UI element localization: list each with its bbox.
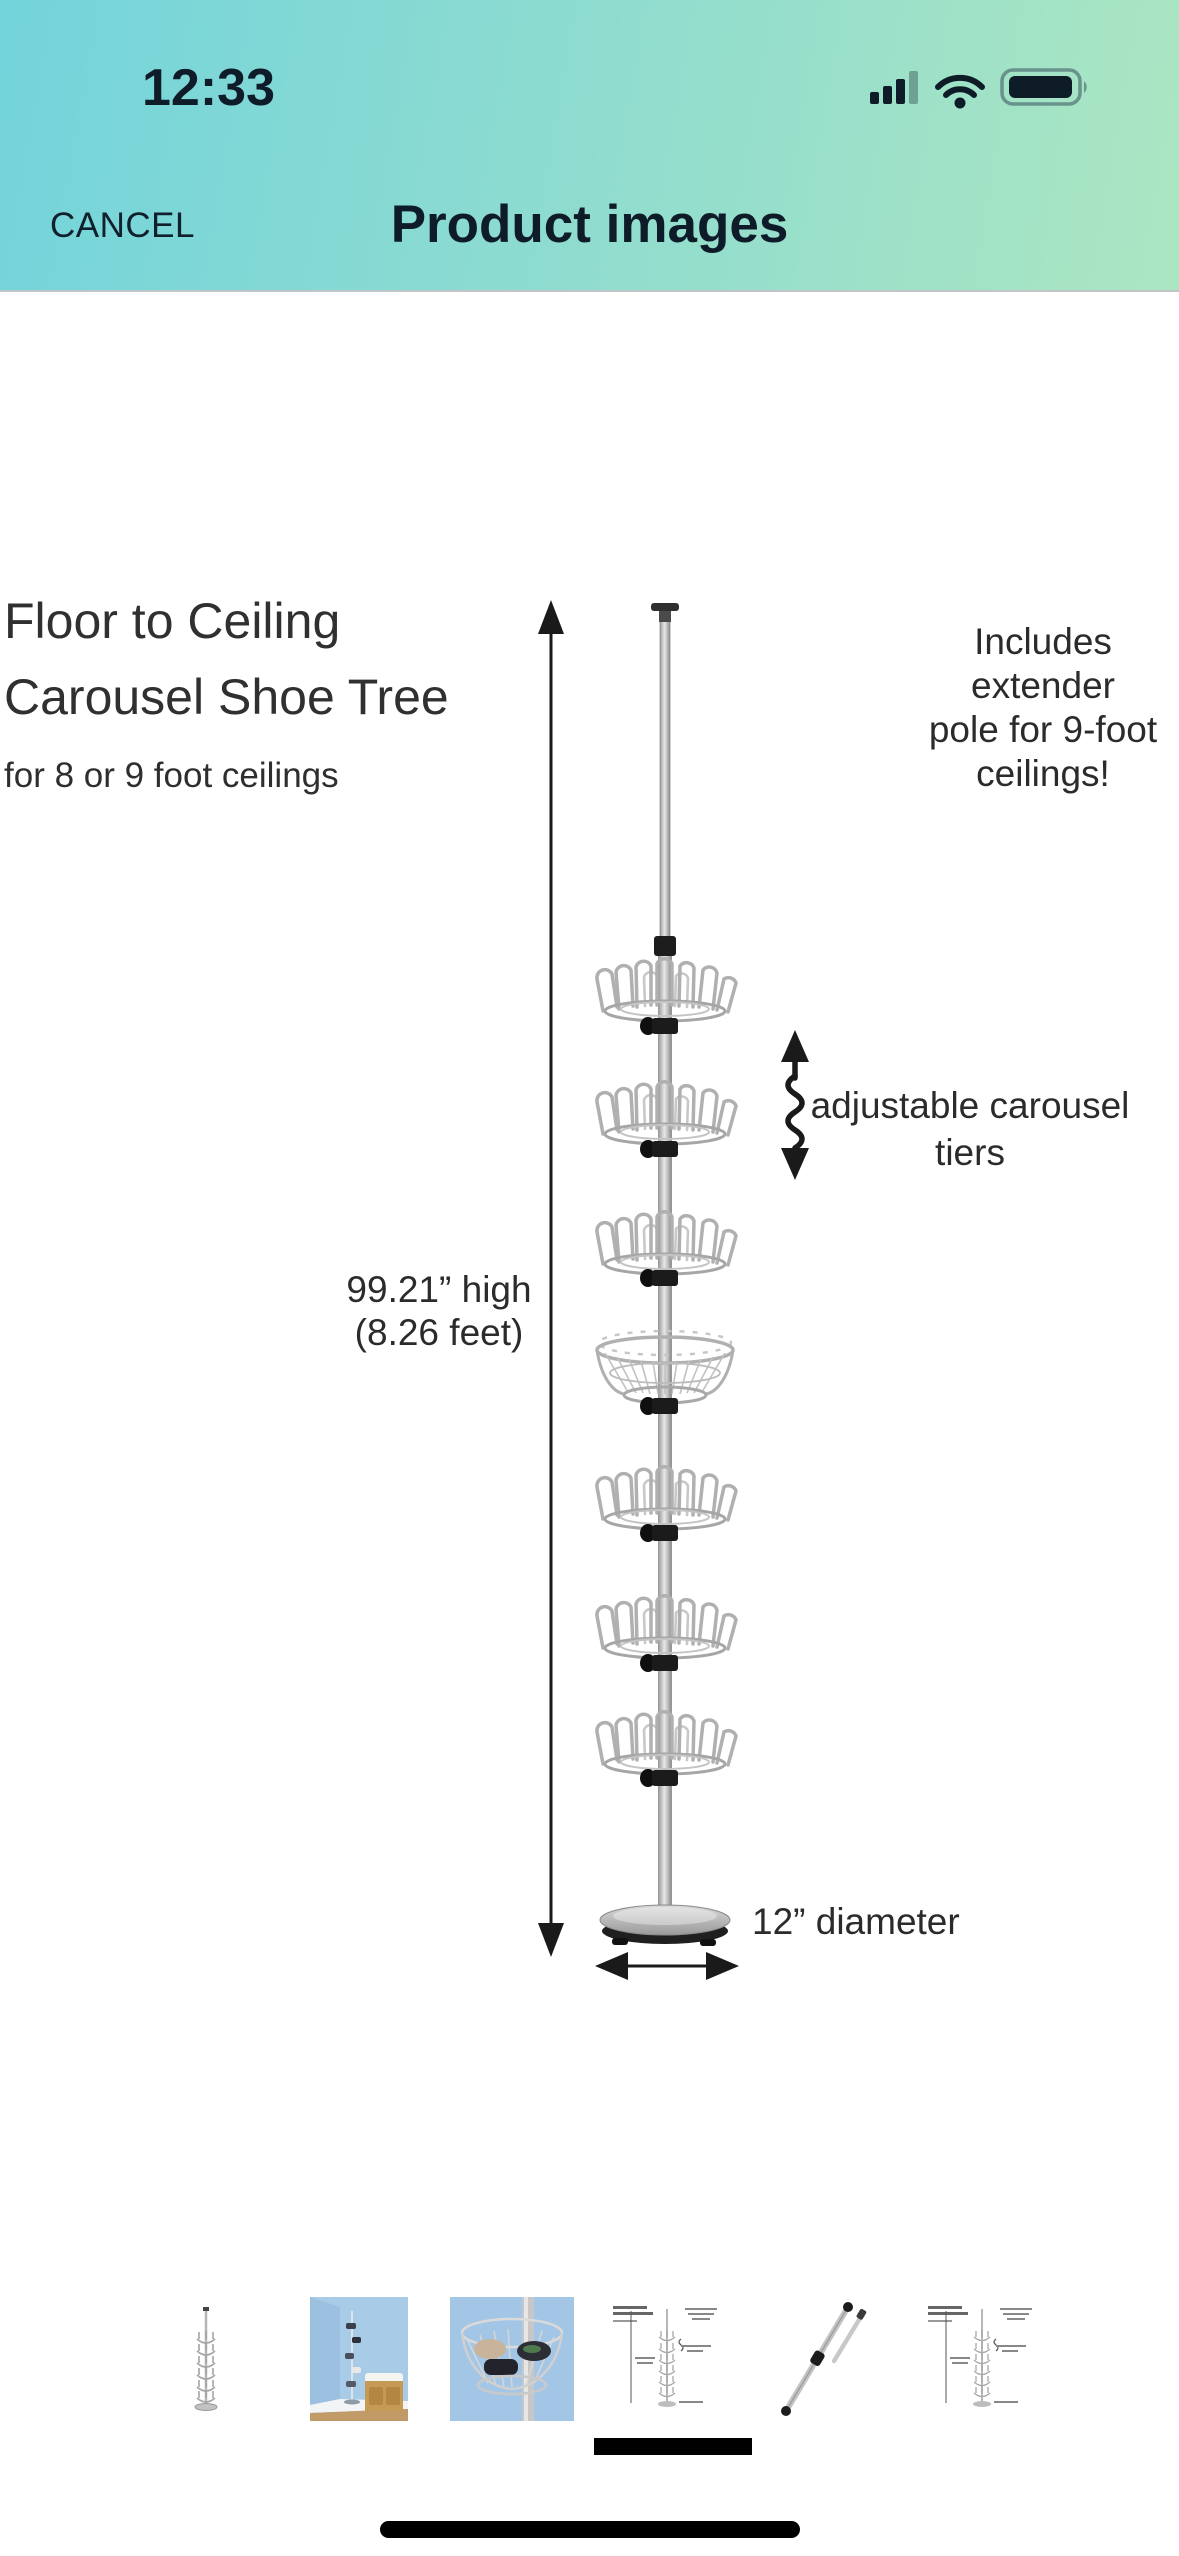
carousel-tiers [595, 957, 738, 1787]
status-icons [870, 68, 1087, 109]
page-title: Product images [390, 195, 789, 254]
thumbnail-1-shoe-tree-white[interactable] [151, 2297, 261, 2421]
cellular-signal-icon [870, 71, 918, 104]
wifi-icon [935, 74, 985, 109]
battery-icon [1000, 68, 1087, 106]
product-heading: Floor to Ceiling Carousel Shoe Tree [4, 583, 449, 735]
header: 12:33 CANCEL Product images [0, 0, 1179, 292]
adjustable-tiers-arrow [781, 1030, 809, 1180]
product-heading-line2: Carousel Shoe Tree [4, 669, 449, 725]
product-subheading: for 8 or 9 foot ceilings [4, 756, 339, 795]
home-indicator[interactable] [380, 2521, 800, 2538]
height-dimension-label: 99.21” high (8.26 feet) [346, 1269, 532, 1353]
thumbnail-6-dimensions-diagram[interactable] [922, 2297, 1038, 2421]
thumbnail-3-basket-closeup[interactable] [450, 2297, 574, 2421]
diameter-dimension-label: 12” diameter [752, 1901, 960, 1942]
extender-note: Includes extender pole for 9-foot ceilin… [928, 621, 1158, 794]
thumbnail-4-dimensions-diagram[interactable] [607, 2297, 723, 2421]
diameter-dimension-arrow [595, 1952, 739, 1980]
product-illustration [538, 600, 809, 1980]
selected-thumbnail-indicator [594, 2438, 752, 2455]
product-heading-line1: Floor to Ceiling [4, 593, 341, 649]
cancel-button[interactable]: CANCEL [50, 206, 195, 245]
height-dimension-arrow [538, 600, 564, 1957]
thumbnail-2-room-corner[interactable] [310, 2297, 408, 2421]
adjustable-tiers-note: adjustable carousel tiers [810, 1085, 1130, 1173]
base [599, 1904, 731, 1946]
status-time: 12:33 [142, 59, 275, 117]
basket-tier [595, 1329, 735, 1405]
pole [651, 603, 679, 1916]
thumbnail-5-extender-poles[interactable] [772, 2297, 870, 2421]
